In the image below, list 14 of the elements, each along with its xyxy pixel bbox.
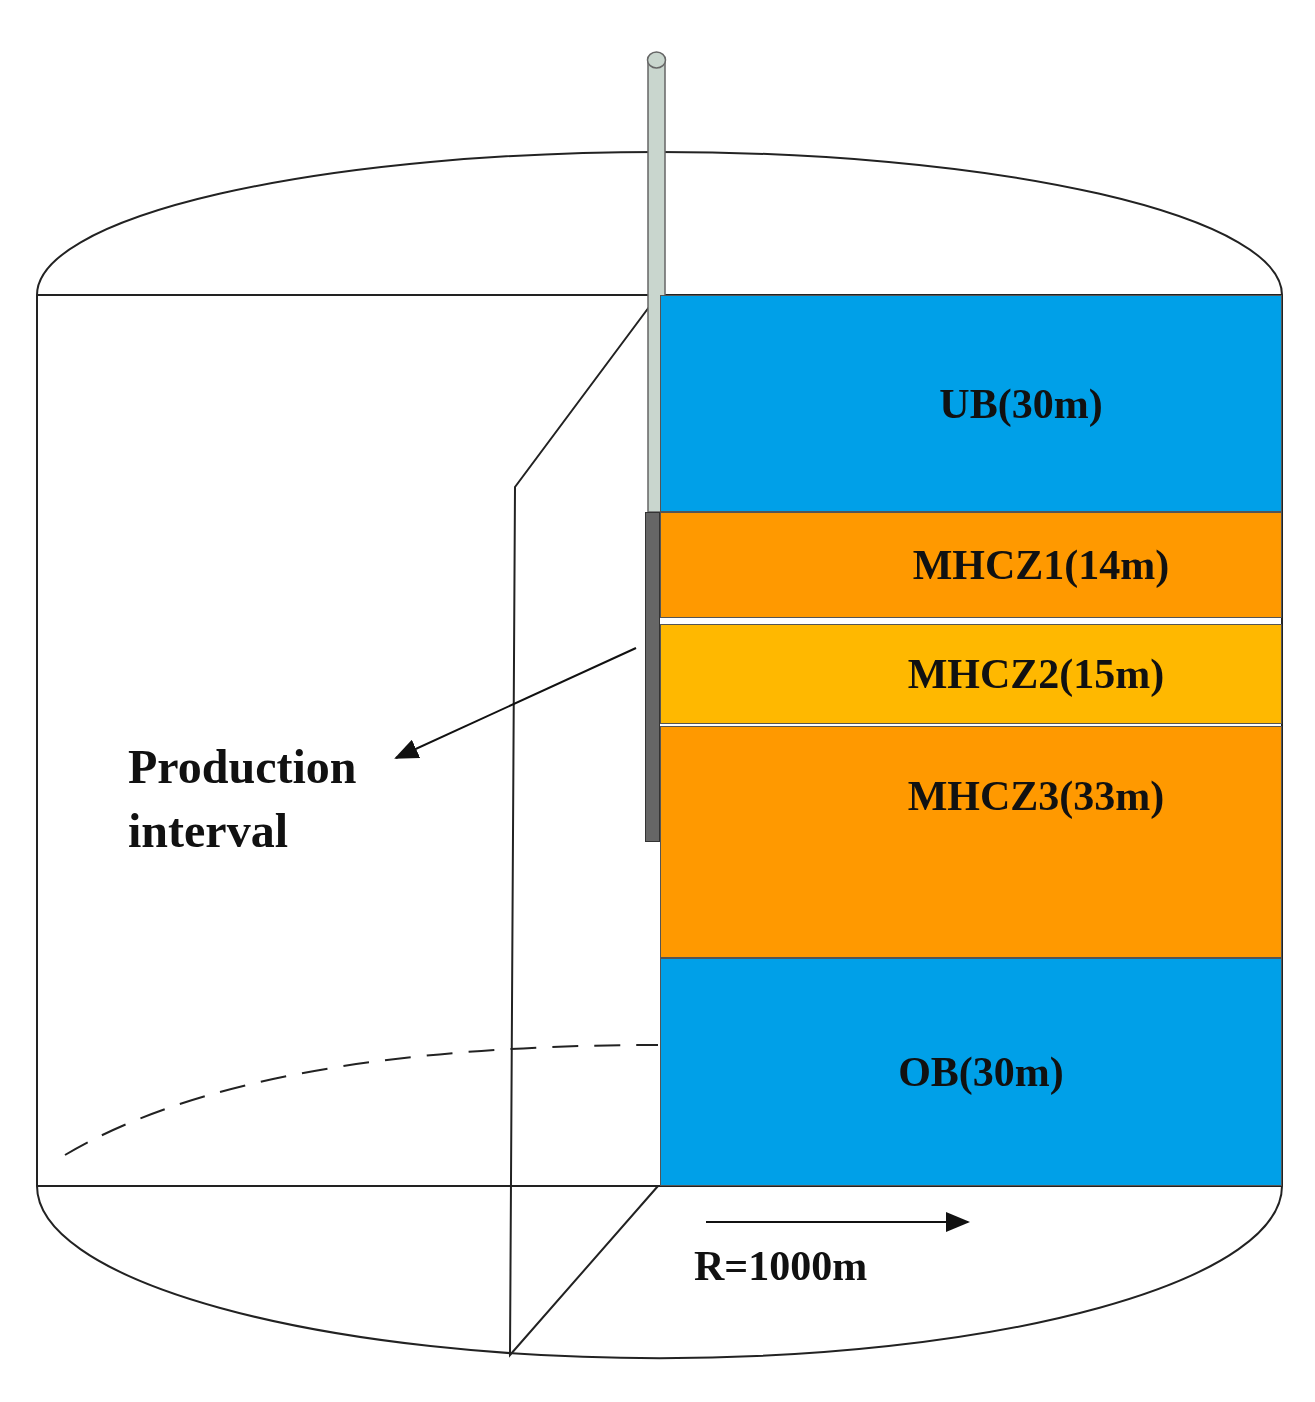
layer-band <box>660 512 1282 618</box>
layer-label: OB(30m) <box>898 1048 1064 1096</box>
leader-arrow <box>394 647 637 759</box>
layer-label: MHCZ3(33m) <box>907 772 1165 820</box>
layer-band <box>660 624 1282 724</box>
perforated-interval-bar <box>645 512 660 842</box>
layer-label: MHCZ2(15m) <box>907 650 1165 698</box>
layer-label: MHCZ1(14m) <box>912 541 1170 589</box>
callout-text: Production interval <box>128 735 452 865</box>
layer-band <box>660 295 1282 512</box>
layer-band <box>660 726 1282 958</box>
dimension-label: R=1000m <box>694 1242 868 1290</box>
layer-label: UB(30m) <box>939 379 1103 428</box>
layer-band <box>660 958 1282 1186</box>
